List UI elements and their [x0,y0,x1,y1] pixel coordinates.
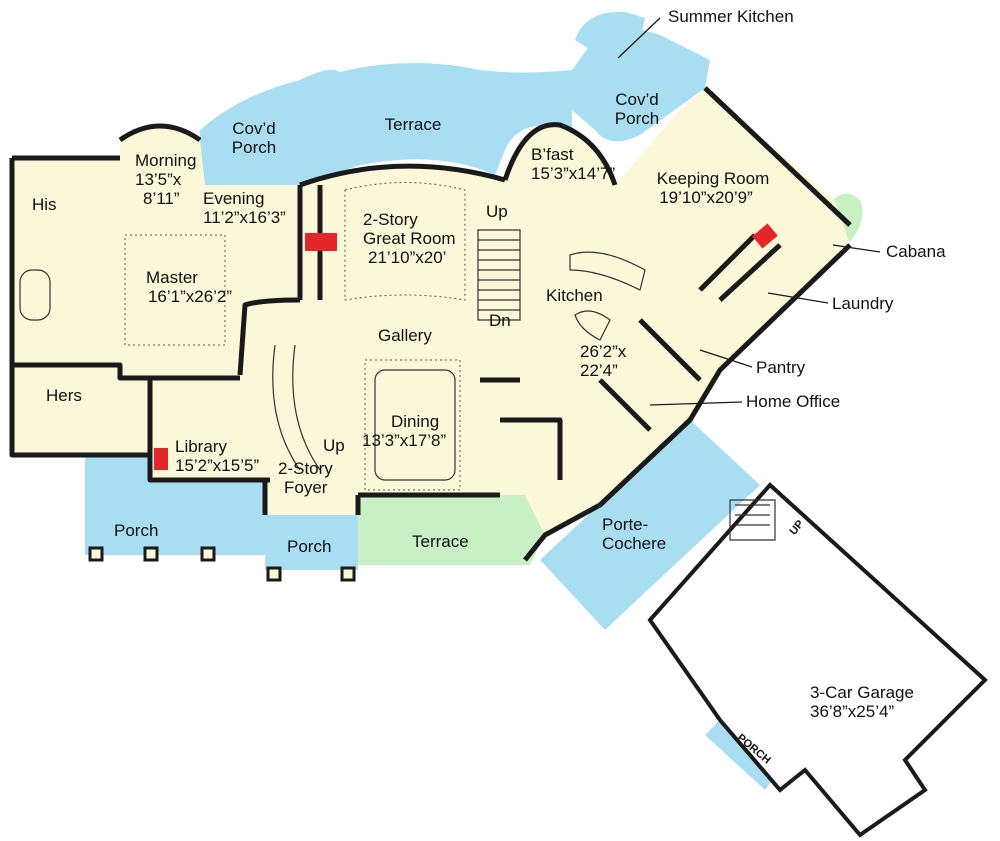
room-gallery: Gallery [378,326,432,345]
room-morning: Morning 13’5”x 8’11” [135,151,196,208]
room-his: His [32,195,57,214]
room-morning-line: 8’11” [143,189,180,208]
room-library: Library 15’2”x15’5” [175,437,259,475]
room-bfast-line: B’fast [531,145,574,164]
room-his-line: His [32,195,57,214]
room-hers-line: Hers [46,386,82,405]
room-hers: Hers [46,386,82,405]
room-foyer: 2-Story Foyer [278,459,333,497]
terrace-top-area [300,62,572,185]
room-morning-line: Morning [135,151,196,170]
room-foyer-line: Foyer [284,478,328,497]
callout-home-office: Home Office [746,392,840,411]
room-kitchen-size: 26’2”x 22’4” [580,342,627,380]
garage-walls [647,482,988,838]
room-master-line: Master [146,268,198,287]
room-master-line: 16’1”x26’2” [148,287,232,306]
walls [9,86,852,562]
room-terrace-top: Terrace [385,115,442,134]
room-covd-porch-left-line: Cov’d [232,119,275,138]
room-dining-line: 13’3”x17’8” [362,431,446,450]
room-evening-line: Evening [203,189,264,208]
room-morning-line: 13’5”x [135,170,182,189]
room-porte-cochere-line: Cochere [602,534,666,553]
room-library-line: 15’2”x15’5” [175,456,259,475]
callout-summer-kitchen: Summer Kitchen [668,7,794,26]
room-library-line: Library [175,437,227,456]
room-dining-line: Dining [391,412,439,431]
room-master: Master 16’1”x26’2” [146,268,232,306]
covd-porch-right-area [572,29,710,142]
callout-leaders [617,17,881,406]
room-kitchen-size-line: 26’2”x [580,342,627,361]
stair-up-label: Up [486,202,508,221]
room-porte-cochere-line: Porte- [602,515,648,534]
master-wing-floor [12,127,300,455]
garage-stair [729,499,776,541]
room-garage-line: 36’8”x25’4” [810,702,894,721]
room-evening-line: 11’2”x16’3” [203,208,286,227]
garage-porch-area [705,720,780,790]
room-garage-line: 3-Car Garage [810,683,914,702]
room-keeping-room-line: Keeping Room [657,169,769,188]
room-porch-center: Porch [287,537,331,556]
porte-cochere-area [540,420,760,630]
room-terrace-top-line: Terrace [385,115,442,134]
room-foyer-line: 2-Story [278,459,333,478]
terrace-bottom-area [358,495,545,565]
room-great-room: 2-Story Great Room 21’10”x20’ [363,210,456,267]
callout-cabana: Cabana [886,242,946,261]
room-great-room-line: Great Room [363,229,456,248]
fireplace-library [154,448,168,470]
stair-up-foyer-label: Up [323,436,345,455]
room-evening: Evening 11’2”x16’3” [203,189,286,227]
porch-left-area [85,450,270,555]
room-porch-left: Porch [114,521,158,540]
stair-down-label: Dn [489,311,511,330]
room-covd-porch-left-line: Porch [232,138,276,157]
room-kitchen: Kitchen [546,286,603,305]
fireplace-great-room [305,233,337,251]
room-covd-porch-left: Cov’d Porch [232,119,276,157]
room-great-room-line: 2-Story [363,210,418,229]
covd-porch-left-area [200,80,300,185]
room-keeping-room-line: 19’10”x20’9” [659,188,753,207]
room-porte-cochere: Porte- Cochere [602,515,666,553]
room-covd-porch-right-line: Porch [615,109,659,128]
interior-floor [12,88,850,535]
callout-pantry: Pantry [756,358,806,377]
core-floor [150,88,850,535]
porch-center-area [265,515,358,570]
room-covd-porch-right: Cov’d Porch [615,90,659,128]
covered-areas [85,11,780,790]
room-bfast: B’fast 15’3”x14’7” [531,145,615,183]
porch-columns [88,546,356,582]
room-bfast-line: 15’3”x14’7” [531,164,615,183]
room-garage: 3-Car Garage 36’8”x25’4” [810,683,914,721]
room-kitchen-size-line: 22’4” [580,361,618,380]
callout-laundry: Laundry [832,294,894,313]
room-terrace-bottom: Terrace [412,532,469,551]
room-keeping-room: Keeping Room 19’10”x20’9” [657,169,769,207]
room-covd-porch-right-line: Cov’d [615,90,658,109]
summer-kitchen-area [575,11,645,55]
room-dining: Dining 13’3”x17’8” [362,412,446,450]
room-great-room-line: 21’10”x20’ [368,248,446,267]
fireplace-keeping-room [752,223,778,249]
